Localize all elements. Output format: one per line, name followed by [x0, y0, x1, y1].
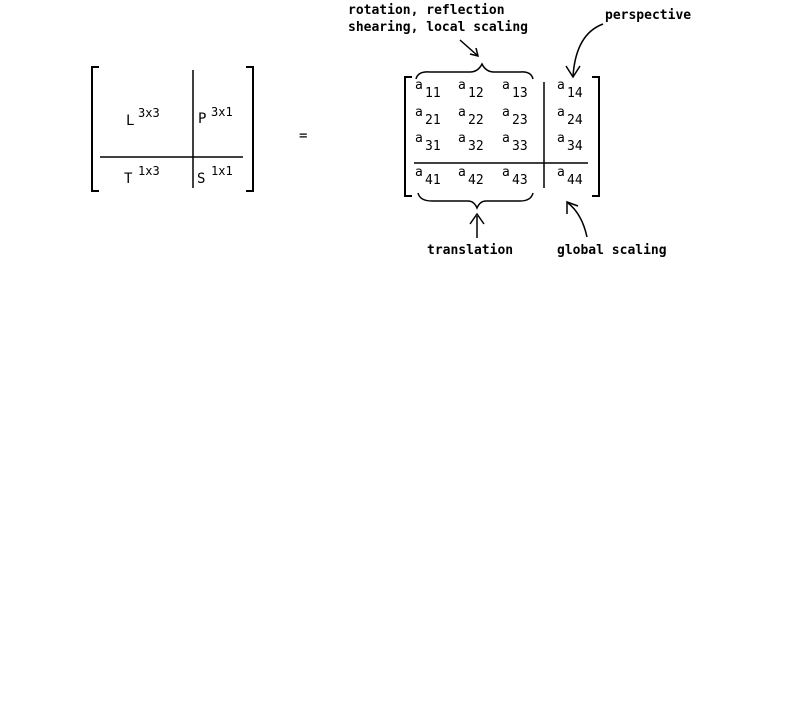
left-bracket-right	[246, 67, 253, 191]
block-P-sup: 3x1	[211, 105, 233, 119]
matrix-cell-letter: a	[502, 165, 510, 180]
block-matrix: L 3x3 P 3x1 T 1x3 S 1x1	[92, 67, 253, 191]
matrix-cells: a11a12a13a14a21a22a23a24a31a32a33a34a41a…	[415, 78, 583, 188]
block-L-sup: 3x3	[138, 106, 160, 120]
matrix-cell-subscript: 31	[425, 139, 441, 154]
right-matrix-left-bracket	[405, 77, 412, 196]
matrix-cell-letter: a	[458, 165, 466, 180]
matrix-cell-subscript: 34	[567, 139, 583, 154]
matrix-cell-letter: a	[557, 78, 565, 93]
matrix-cell-letter: a	[458, 105, 466, 120]
matrix-cell-letter: a	[458, 131, 466, 146]
matrix-cell-subscript: 42	[468, 173, 484, 188]
label-rotation-line2: shearing, local scaling	[348, 20, 528, 35]
matrix-cell-letter: a	[415, 78, 423, 93]
matrix-cell-subscript: 11	[425, 86, 441, 101]
block-T: T	[124, 171, 133, 187]
perspective-arrow	[573, 24, 603, 76]
block-S-sup: 1x1	[211, 164, 233, 178]
matrix-cell-letter: a	[502, 131, 510, 146]
label-perspective: perspective	[605, 8, 691, 23]
label-global-scaling: global scaling	[557, 243, 667, 258]
matrix-cell-subscript: 41	[425, 173, 441, 188]
block-S: S	[197, 171, 205, 187]
right-matrix-right-bracket	[592, 77, 599, 196]
block-T-sup: 1x3	[138, 164, 160, 178]
left-bracket-left	[92, 67, 99, 191]
matrix-cell-letter: a	[458, 78, 466, 93]
global-scaling-arrow	[568, 203, 587, 237]
matrix-cell-letter: a	[415, 131, 423, 146]
matrix-cell-subscript: 14	[567, 86, 583, 101]
matrix-cell-letter: a	[557, 131, 565, 146]
full-matrix: a11a12a13a14a21a22a23a24a31a32a33a34a41a…	[405, 64, 599, 208]
matrix-cell-subscript: 22	[468, 113, 484, 128]
matrix-cell-subscript: 13	[512, 86, 528, 101]
matrix-cell-letter: a	[557, 105, 565, 120]
matrix-cell-subscript: 44	[567, 173, 583, 188]
block-L: L	[126, 113, 134, 129]
label-translation: translation	[427, 243, 513, 258]
matrix-cell-subscript: 21	[425, 113, 441, 128]
matrix-cell-subscript: 12	[468, 86, 484, 101]
matrix-cell-subscript: 24	[567, 113, 583, 128]
block-P: P	[198, 111, 206, 127]
matrix-cell-letter: a	[502, 78, 510, 93]
matrix-cell-letter: a	[502, 105, 510, 120]
matrix-cell-subscript: 32	[468, 139, 484, 154]
matrix-cell-letter: a	[557, 165, 565, 180]
bottom-curly-brace	[418, 193, 533, 208]
matrix-cell-subscript: 23	[512, 113, 528, 128]
matrix-cell-letter: a	[415, 105, 423, 120]
top-curly-brace	[416, 64, 533, 79]
label-rotation-line1: rotation, reflection	[348, 3, 505, 18]
matrix-cell-subscript: 43	[512, 173, 528, 188]
rotation-arrow	[460, 40, 478, 56]
annotations: rotation, reflection shearing, local sca…	[348, 3, 691, 258]
matrix-cell-letter: a	[415, 165, 423, 180]
matrix-cell-subscript: 33	[512, 139, 528, 154]
equals-sign: =	[299, 128, 307, 144]
